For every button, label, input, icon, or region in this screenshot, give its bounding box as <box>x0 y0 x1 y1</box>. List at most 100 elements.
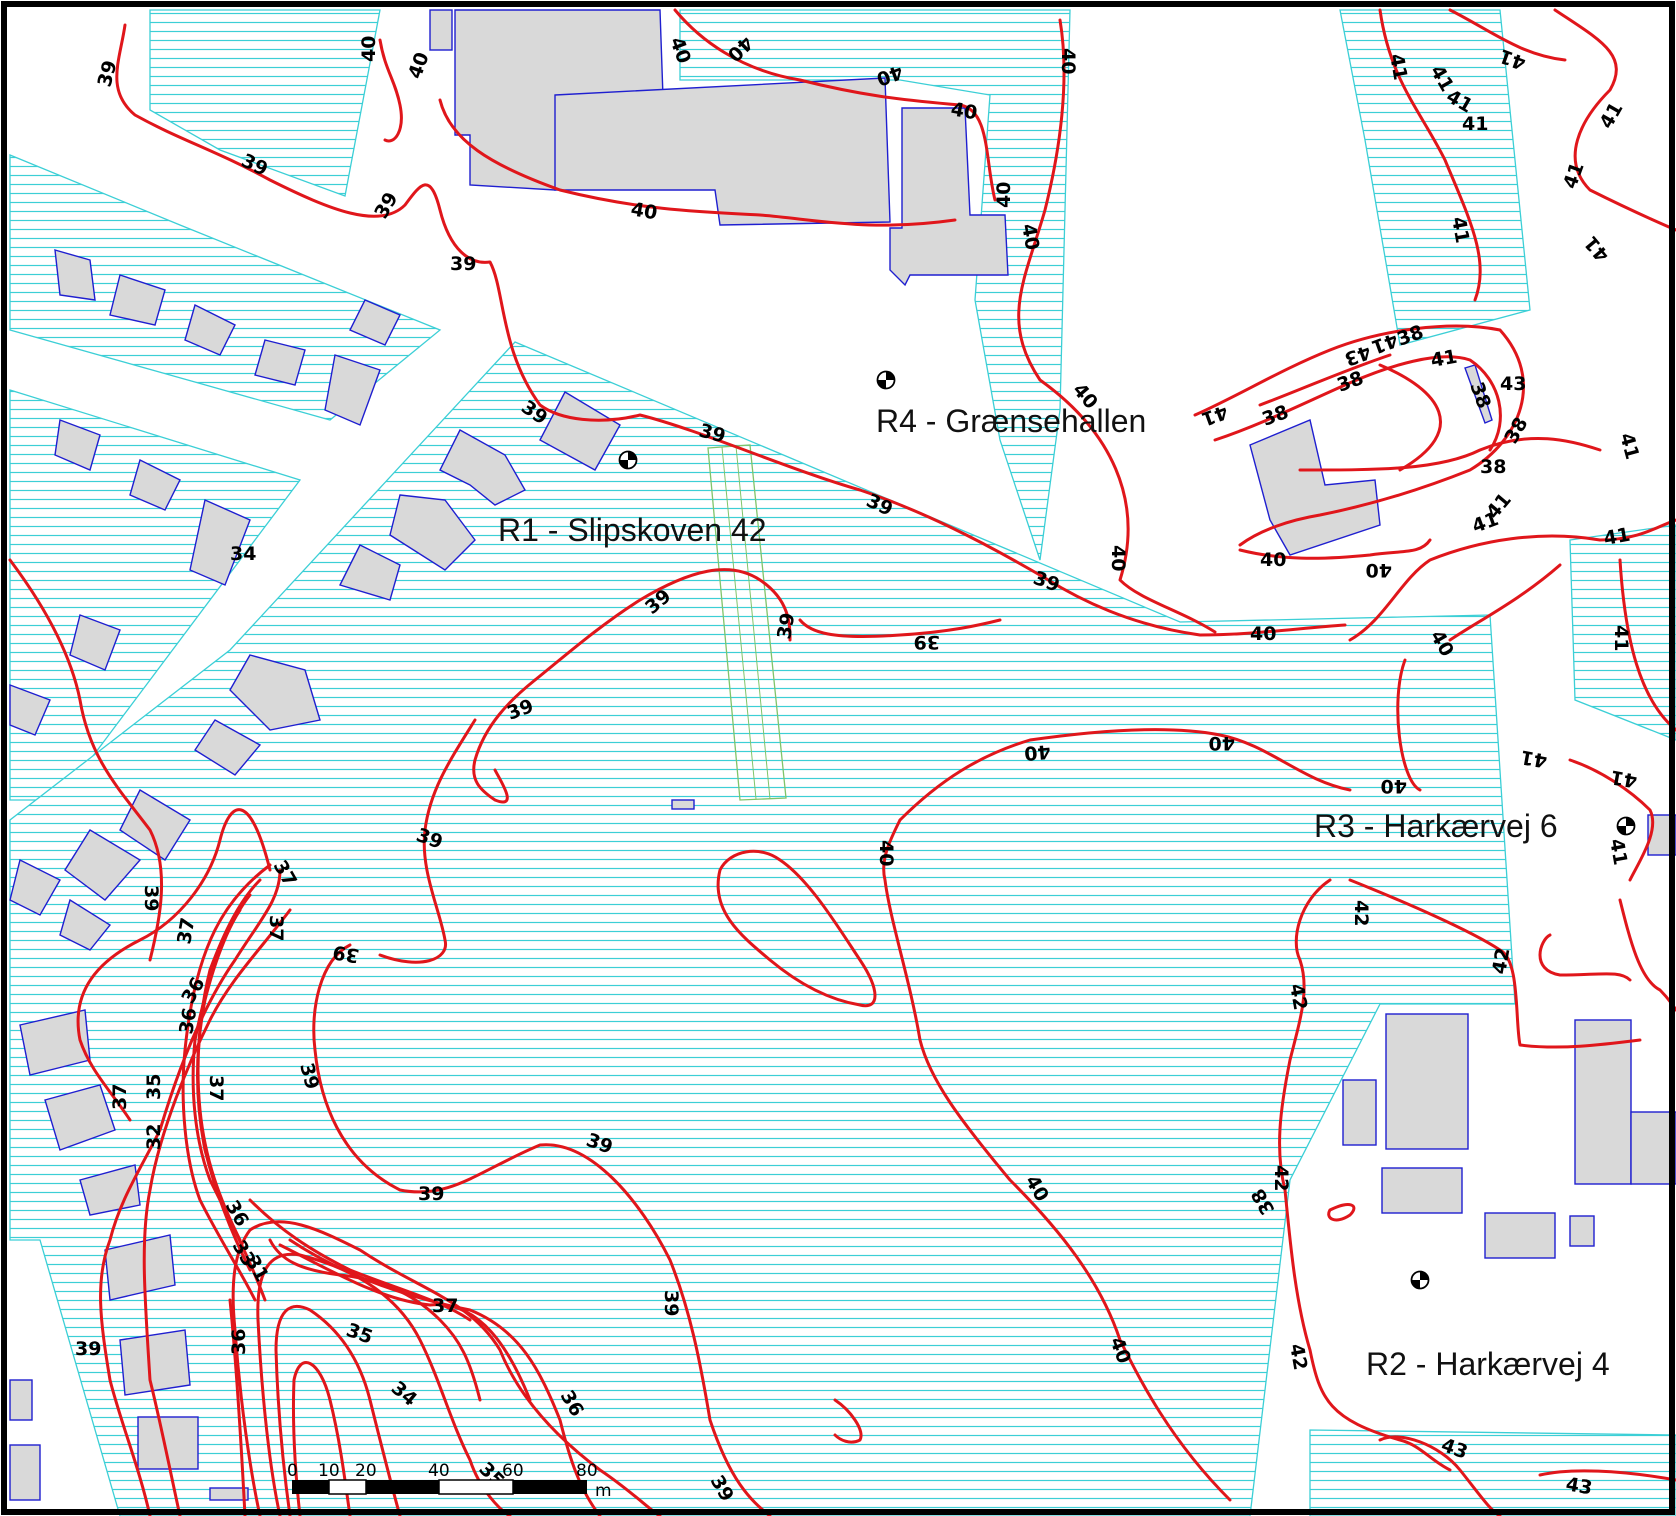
building <box>104 1234 176 1301</box>
contour-label: 41 <box>1198 400 1230 430</box>
contour-label: 39 <box>773 611 799 641</box>
scale-tick: 0 <box>287 1461 298 1481</box>
contour-line <box>278 1243 532 1402</box>
receiver-point-icon[interactable] <box>1410 1270 1430 1290</box>
contour-line <box>1538 933 1632 982</box>
contour-label: 39 <box>140 885 162 911</box>
zone-east-strip <box>1569 524 1676 741</box>
building <box>229 654 321 731</box>
building <box>889 107 1009 287</box>
contour-line <box>882 818 1232 1502</box>
contour-label: 41 <box>1519 745 1549 771</box>
contour-line <box>673 8 997 202</box>
receiver-point-icon[interactable] <box>876 370 896 390</box>
contour-line <box>533 568 792 682</box>
contour-line <box>274 1304 402 1516</box>
contour-line <box>231 1220 662 1516</box>
contour-label: 37 <box>173 916 199 946</box>
building <box>44 1084 116 1151</box>
contour-line <box>228 1298 247 1516</box>
building <box>1484 1212 1556 1259</box>
receiver-point-icon[interactable] <box>1616 816 1636 836</box>
contour-line <box>1258 353 1392 407</box>
contour-label: 41 <box>1429 346 1459 372</box>
zone-north-center <box>679 9 1071 561</box>
contour-label: 36 <box>228 1329 250 1355</box>
building <box>184 303 236 356</box>
contour-line <box>1396 658 1422 792</box>
contour-label: 39 <box>450 253 476 275</box>
contour-label: 32 <box>143 1124 165 1150</box>
contour-label: 41 <box>1610 625 1632 651</box>
contour-line <box>1378 8 1482 302</box>
building <box>671 799 695 810</box>
contour-label: 42 <box>1285 982 1311 1012</box>
building <box>1385 1013 1469 1150</box>
contour-line <box>1213 355 1502 452</box>
scale-tick: 80 <box>576 1461 598 1481</box>
building <box>54 419 101 471</box>
contour-line <box>8 558 164 962</box>
contour-label: 39 <box>75 1338 101 1360</box>
contour-label: 41 <box>1559 159 1589 191</box>
building <box>119 789 191 861</box>
contour-line <box>1448 563 1562 642</box>
contour-line <box>798 618 1002 638</box>
contour-label: 40 <box>1057 48 1079 74</box>
building <box>109 274 166 326</box>
contour-line <box>472 678 537 804</box>
contour-label: 39 <box>914 631 940 653</box>
building <box>9 858 61 916</box>
scale-bar: 0 10 20 40 60 80 m <box>287 1461 612 1501</box>
building <box>129 458 181 511</box>
receivers: R1 - Slipskoven 42 R4 - Grænsehallen R3 … <box>498 370 1636 1382</box>
contour-label: 40 <box>1260 549 1286 571</box>
scale-tick: 10 <box>318 1461 340 1481</box>
receiver-label-r2: R2 - Harkærvej 4 <box>1366 1346 1610 1382</box>
contour-line <box>288 1238 602 1516</box>
contour-label: 38 <box>1334 367 1366 397</box>
contour-label: 38 <box>1259 401 1291 431</box>
building <box>54 249 96 301</box>
contour-label: 37 <box>205 1075 227 1101</box>
noise-contours <box>8 8 1676 1516</box>
building <box>1342 1079 1377 1146</box>
receiver-label-r3: R3 - Harkærvej 6 <box>1314 808 1558 844</box>
contour-label: 37 <box>432 1295 458 1317</box>
contour-label: 40 <box>949 98 979 124</box>
contour-line <box>1618 898 1676 1012</box>
contour-line <box>191 908 267 1302</box>
contour-line <box>142 908 292 1516</box>
contour-line <box>1278 878 1452 1472</box>
contour-line <box>378 38 403 143</box>
contour-label: 34 <box>230 543 256 565</box>
contour-label: 41 <box>1385 52 1411 82</box>
contour-line <box>1568 758 1655 882</box>
zone-north-left <box>149 9 381 197</box>
contour-label: 40 <box>629 198 659 224</box>
contour-label: 39 <box>660 1290 682 1316</box>
contour-line <box>1298 436 1602 472</box>
receiver-point-icon[interactable] <box>618 450 638 470</box>
building <box>1464 364 1493 424</box>
building <box>9 1444 41 1501</box>
contour-line <box>1348 518 1676 642</box>
contour-label: 42 <box>1350 900 1372 926</box>
contour-label: 41 <box>1615 431 1643 462</box>
contour-label: 39 <box>418 1183 444 1205</box>
scale-tick: 60 <box>502 1461 524 1481</box>
contour-line <box>833 1398 863 1444</box>
building <box>194 719 262 776</box>
contour-label: 40 <box>1250 623 1276 645</box>
building <box>59 898 112 951</box>
contour-line <box>1538 1469 1676 1482</box>
contour-line <box>1618 558 1676 732</box>
contour-label: 40 <box>1107 545 1129 571</box>
building <box>349 299 401 346</box>
contour-label: 37 <box>109 1084 131 1110</box>
contour-label: 40 <box>1023 740 1051 764</box>
building <box>1630 1111 1676 1185</box>
contour-label: 41 <box>1605 837 1631 867</box>
contour-line <box>1238 538 1432 560</box>
